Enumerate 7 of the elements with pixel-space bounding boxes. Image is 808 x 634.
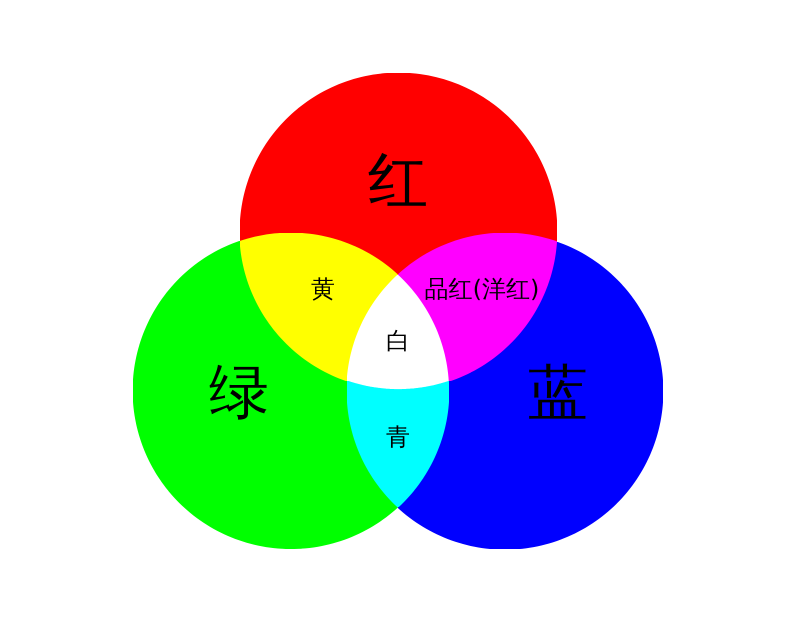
circle-label: 蓝	[528, 362, 588, 423]
circle-label: 绿	[208, 362, 269, 422]
overlap-label: 黄	[310, 276, 335, 301]
overlap-label: 品红(洋红)	[424, 276, 540, 301]
circle-label: 红	[368, 150, 428, 211]
overlap-label: 白	[386, 328, 410, 353]
overlap-label: 青	[386, 424, 410, 449]
